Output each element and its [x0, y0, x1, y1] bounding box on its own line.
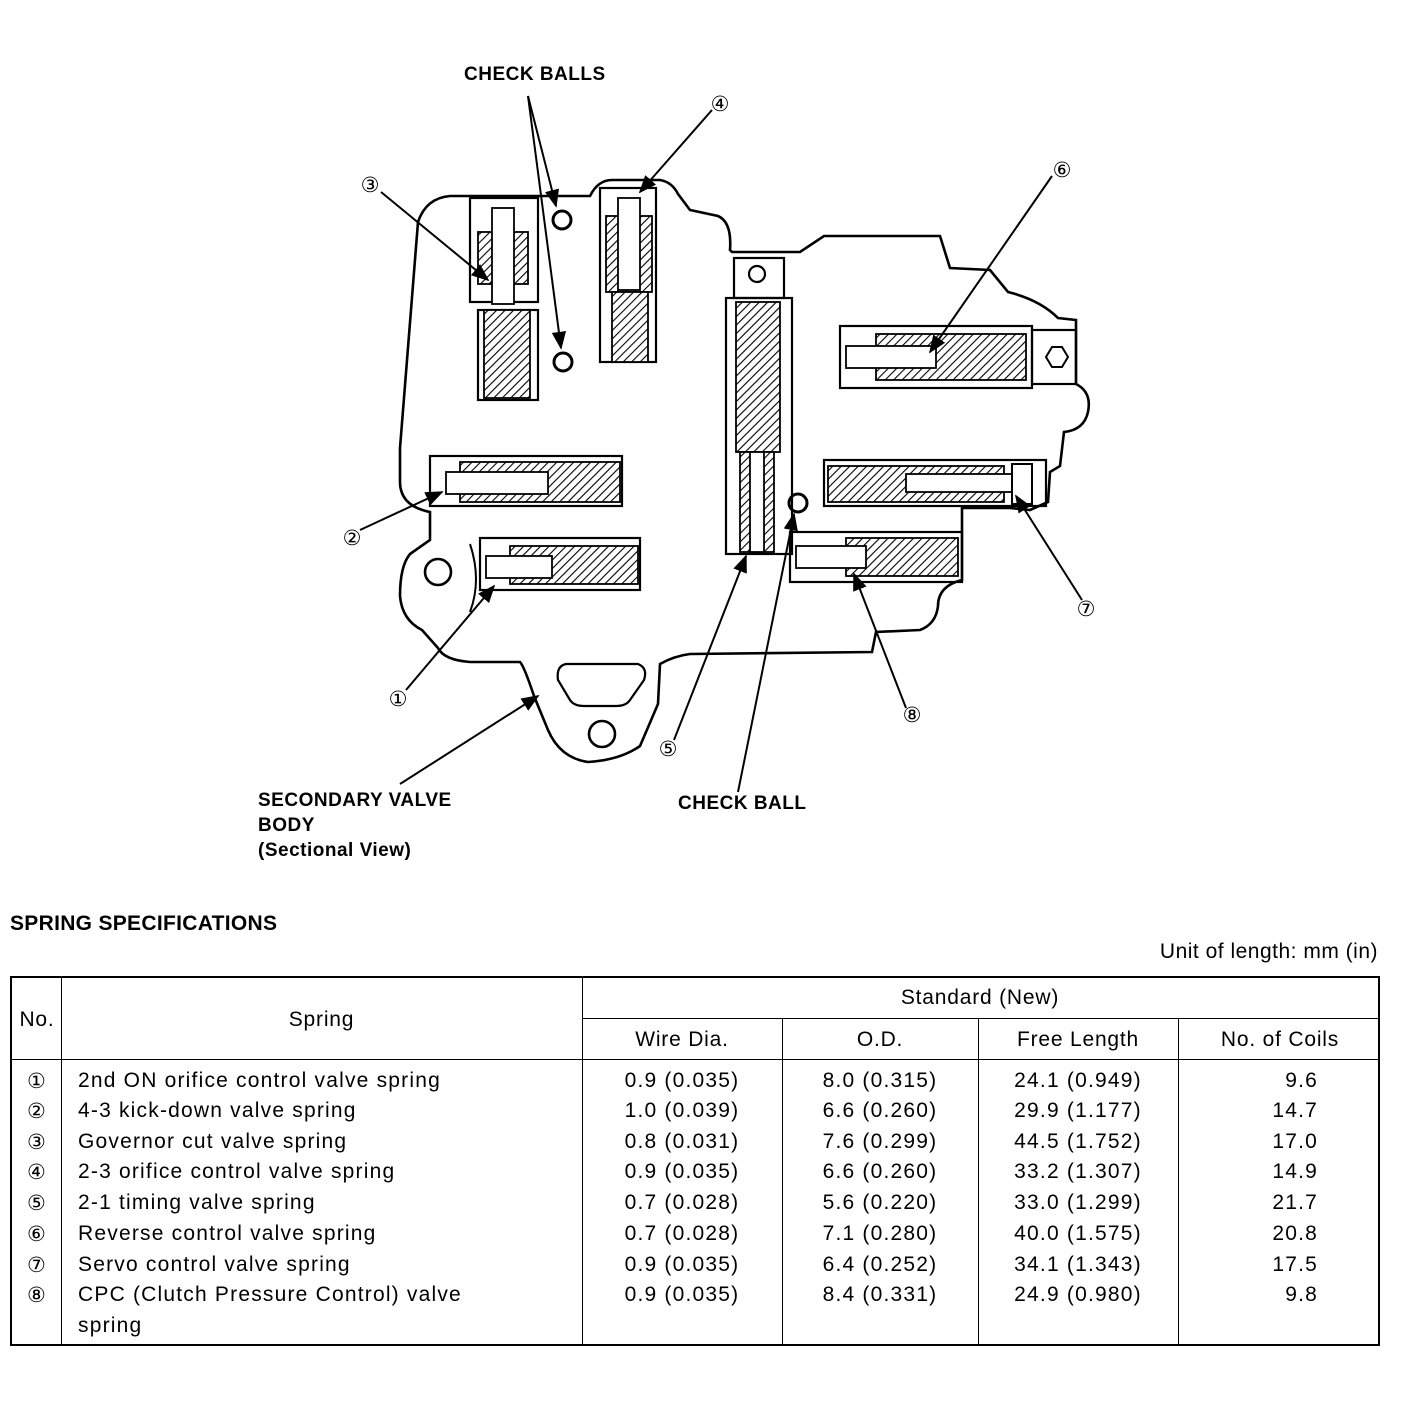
row-coils: 9.6	[1285, 1069, 1318, 1092]
callout-7: ⑦	[1077, 597, 1096, 621]
row-od: 5.6 (0.220)	[822, 1191, 938, 1214]
table-row: ⑤ 2-1 timing valve spring 0.7 (0.028) 5.…	[12, 1191, 1378, 1222]
row-no: ①	[26, 1070, 48, 1093]
row-od: 6.6 (0.260)	[822, 1160, 938, 1183]
row-free-length: 24.9 (0.980)	[1014, 1283, 1142, 1306]
body-label-line2: BODY	[258, 815, 315, 836]
row-od: 6.4 (0.252)	[822, 1253, 938, 1276]
row-coils: 9.8	[1285, 1283, 1318, 1306]
row-spring: 2-3 orifice control valve spring	[78, 1160, 396, 1183]
row-no: ⑤	[26, 1192, 48, 1215]
callout-4: ④	[711, 92, 730, 116]
row-wire-dia: 0.9 (0.035)	[624, 1283, 740, 1306]
row-no: ③	[26, 1131, 48, 1154]
row-no: ⑦	[26, 1254, 48, 1277]
table-row: ② 4-3 kick-down valve spring 1.0 (0.039)…	[12, 1099, 1378, 1130]
row-coils: 20.8	[1272, 1222, 1318, 1245]
row-od: 8.4 (0.331)	[822, 1283, 938, 1306]
row-free-length: 24.1 (0.949)	[1014, 1069, 1142, 1092]
row-coils: 17.0	[1272, 1130, 1318, 1153]
row-free-length: 33.2 (1.307)	[1014, 1160, 1142, 1183]
row-od: 7.6 (0.299)	[822, 1130, 938, 1153]
callout-2: ②	[343, 526, 362, 550]
check-balls-label: CHECK BALLS	[464, 64, 606, 85]
header-spring: Spring	[288, 1008, 355, 1031]
spring-specifications-title: SPRING SPECIFICATIONS	[10, 912, 278, 935]
check-ball-upper-1	[551, 209, 573, 231]
row-no: ②	[26, 1100, 48, 1123]
valve-body-outline	[398, 178, 1091, 764]
check-ball-center	[787, 492, 809, 514]
unit-note: Unit of length: mm (in)	[1159, 940, 1378, 963]
header-standard: Standard (New)	[900, 986, 1060, 1009]
row-spring: Servo control valve spring	[78, 1253, 351, 1276]
spring-spec-table: No. Spring Standard (New) Wire Dia. O.D.…	[10, 976, 1380, 1346]
row-no: ④	[26, 1161, 48, 1184]
valve-body-diagram: ③ ④ ⑥ ② ⑦ ① ⑤ ⑧	[343, 92, 1096, 793]
row-wire-dia: 0.9 (0.035)	[624, 1069, 740, 1092]
table-row: ③ Governor cut valve spring 0.8 (0.031) …	[12, 1130, 1378, 1161]
row-spring: CPC (Clutch Pressure Control) valve	[78, 1283, 462, 1306]
row-coils: 14.9	[1272, 1160, 1318, 1183]
table-row: ⑦ Servo control valve spring 0.9 (0.035)…	[12, 1253, 1378, 1284]
callout-5: ⑤	[659, 737, 678, 761]
row-free-length: 33.0 (1.299)	[1014, 1191, 1142, 1214]
callout-1: ①	[389, 687, 408, 711]
row-coils: 17.5	[1272, 1253, 1318, 1276]
row-free-length: 40.0 (1.575)	[1014, 1222, 1142, 1245]
row-wire-dia: 0.9 (0.035)	[624, 1253, 740, 1276]
table-row: ④ 2-3 orifice control valve spring 0.9 (…	[12, 1160, 1378, 1191]
row-free-length: 44.5 (1.752)	[1014, 1130, 1142, 1153]
row-spring: Reverse control valve spring	[78, 1222, 377, 1245]
header-no: No.	[19, 1008, 55, 1031]
row-od: 6.6 (0.260)	[822, 1099, 938, 1122]
row-spring-continued: spring	[78, 1314, 143, 1337]
row-spring: Governor cut valve spring	[78, 1130, 348, 1153]
table-row: ⑧ CPC (Clutch Pressure Control) valve 0.…	[12, 1283, 1378, 1314]
header-no-of-coils: No. of Coils	[1220, 1028, 1340, 1051]
callout-3: ③	[361, 173, 380, 197]
row-od: 7.1 (0.280)	[822, 1222, 938, 1245]
row-wire-dia: 1.0 (0.039)	[624, 1099, 740, 1122]
row-no: ⑧	[26, 1284, 48, 1307]
header-free-length: Free Length	[1016, 1028, 1140, 1051]
row-free-length: 29.9 (1.177)	[1014, 1099, 1142, 1122]
row-wire-dia: 0.8 (0.031)	[624, 1130, 740, 1153]
row-wire-dia: 0.7 (0.028)	[624, 1222, 740, 1245]
table-row: ⑥ Reverse control valve spring 0.7 (0.02…	[12, 1222, 1378, 1253]
row-wire-dia: 0.7 (0.028)	[624, 1191, 740, 1214]
header-od: O.D.	[856, 1028, 904, 1051]
row-od: 8.0 (0.315)	[822, 1069, 938, 1092]
check-ball-label: CHECK BALL	[678, 793, 807, 814]
table-row: ① 2nd ON orifice control valve spring 0.…	[12, 1069, 1378, 1100]
callout-6: ⑥	[1053, 158, 1072, 182]
row-spring: 2nd ON orifice control valve spring	[78, 1069, 441, 1092]
row-coils: 21.7	[1272, 1191, 1318, 1214]
row-spring: 4-3 kick-down valve spring	[78, 1099, 357, 1122]
row-no: ⑥	[26, 1223, 48, 1246]
row-coils: 14.7	[1272, 1099, 1318, 1122]
row-spring: 2-1 timing valve spring	[78, 1191, 316, 1214]
header-wire-dia: Wire Dia.	[635, 1028, 729, 1051]
check-ball-upper-2	[552, 351, 574, 373]
callout-8: ⑧	[903, 703, 922, 727]
body-label-line3: (Sectional View)	[258, 840, 412, 861]
row-free-length: 34.1 (1.343)	[1014, 1253, 1142, 1276]
body-label-line1: SECONDARY VALVE	[258, 790, 452, 811]
row-wire-dia: 0.9 (0.035)	[624, 1160, 740, 1183]
secondary-valve-body-label: SECONDARY VALVE BODY (Sectional View)	[258, 788, 452, 863]
table-row-continuation: spring	[12, 1314, 1378, 1345]
